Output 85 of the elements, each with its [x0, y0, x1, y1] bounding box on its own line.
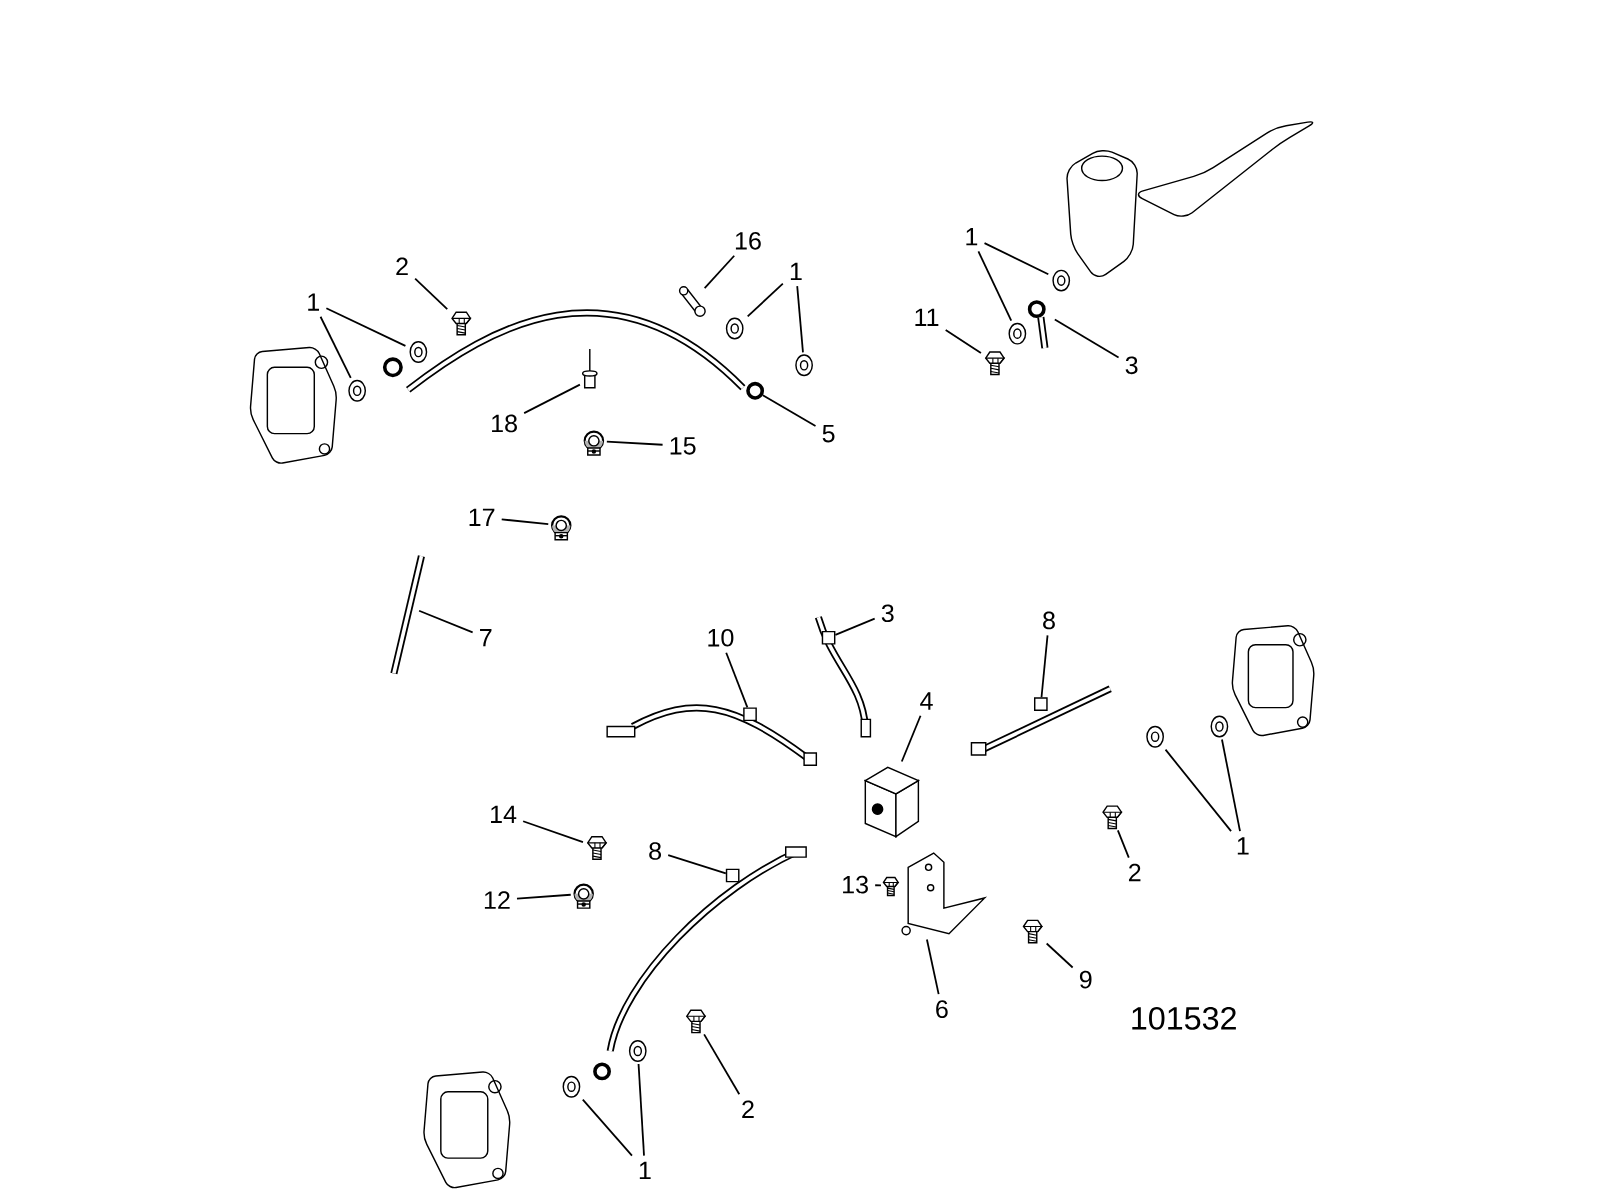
clip	[583, 430, 605, 456]
callout-number: 10	[708, 628, 734, 647]
leader-line	[900, 714, 922, 763]
washer	[1008, 322, 1027, 345]
leader-line	[414, 277, 449, 311]
banjo-fitting	[1027, 300, 1049, 349]
callout-number: 4	[920, 692, 933, 710]
callout-number: 3	[1125, 356, 1138, 375]
hose-sleeve	[821, 630, 836, 645]
callout-number: 15	[670, 437, 696, 455]
leader-line	[725, 651, 749, 709]
callout-number: 18	[492, 414, 517, 433]
leader-line	[834, 617, 876, 636]
leader-line	[746, 282, 784, 318]
leader-line	[667, 854, 727, 875]
leader-line	[522, 820, 584, 843]
leader-line	[325, 307, 407, 347]
leader-line	[1045, 942, 1074, 969]
washer	[1146, 725, 1164, 748]
leader-line	[1116, 829, 1130, 859]
bolt	[1102, 805, 1123, 830]
leader-line	[944, 329, 982, 354]
rod	[390, 555, 425, 675]
callout-number: 16	[735, 231, 761, 250]
leader-line	[319, 315, 352, 379]
leader-line	[874, 884, 882, 887]
callout-number: 1	[308, 293, 319, 311]
leader-line	[926, 938, 940, 996]
leader-line	[983, 242, 1050, 276]
leader-line	[1164, 748, 1232, 833]
leader-line	[1221, 738, 1241, 833]
washer	[795, 354, 813, 377]
bleeder-fitting	[678, 286, 706, 317]
washer	[725, 317, 744, 340]
callout-number: 2	[742, 1100, 754, 1118]
callout-number: 8	[649, 842, 661, 860]
callout-number: 2	[396, 257, 408, 276]
callout-number: 14	[491, 805, 517, 823]
bolt	[451, 311, 472, 336]
callout-number: 1	[639, 1161, 651, 1180]
leader-line	[581, 1098, 633, 1157]
screw	[882, 876, 900, 897]
callout-number: 17	[469, 508, 495, 526]
washer	[628, 1040, 647, 1062]
leader-line	[1040, 634, 1049, 699]
washer	[409, 341, 428, 363]
leader-line	[703, 254, 736, 289]
callout-number: 1	[790, 262, 802, 281]
bracket	[901, 852, 988, 936]
hose-sleeve	[725, 868, 740, 883]
hose-sleeve	[743, 707, 757, 722]
callout-number: 8	[1043, 611, 1055, 630]
callout-number: 3	[881, 604, 894, 623]
hose-end-ring	[746, 381, 765, 400]
clip	[550, 515, 572, 541]
leader-line	[796, 285, 804, 354]
leader-line	[703, 1033, 741, 1096]
leader-line	[516, 893, 572, 900]
rivet	[581, 348, 598, 389]
washer	[348, 379, 367, 402]
bolt	[1022, 919, 1043, 944]
leader-line	[637, 1063, 645, 1157]
callout-number: 1	[966, 228, 978, 246]
clip	[573, 883, 594, 909]
leader-line	[605, 440, 664, 446]
callout-number: 5	[822, 424, 835, 443]
washer	[1210, 715, 1229, 738]
callout-number: 9	[1079, 970, 1092, 989]
callout-number: 11	[915, 308, 939, 326]
leader-line	[761, 394, 817, 427]
washer	[562, 1075, 581, 1098]
leader-line	[418, 609, 474, 634]
leader-line	[523, 383, 581, 415]
callout-number: 13	[843, 875, 868, 894]
washer	[1052, 269, 1071, 292]
leader-line	[977, 250, 1013, 322]
callout-number: 7	[480, 629, 492, 647]
hose-sleeve	[1034, 697, 1048, 711]
callout-number: 2	[1128, 863, 1141, 882]
leader-line	[1053, 318, 1120, 359]
callout-number: 12	[484, 891, 510, 909]
callout-number: 1	[1237, 837, 1249, 855]
drawing-number: 101532	[1132, 1006, 1236, 1030]
leader-line	[500, 518, 550, 526]
callout-number: 6	[936, 1000, 948, 1019]
